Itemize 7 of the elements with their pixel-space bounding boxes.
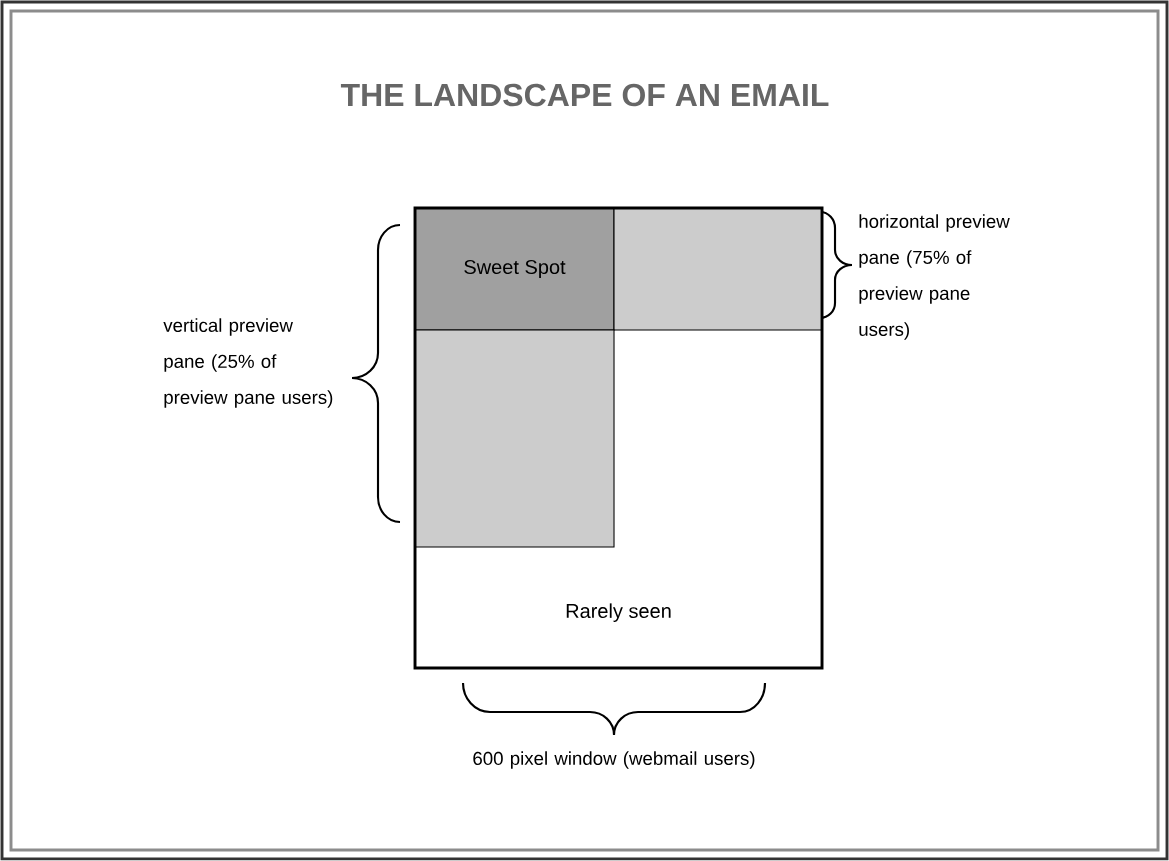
preview-pane-box [414, 329, 615, 548]
sweet-spot-box: Sweet Spot [414, 207, 615, 331]
brace-label: 600 pixel window (webmail users) [473, 751, 755, 769]
brace-label: horizontal preview pane (75% of preview pane users) [859, 214, 1010, 340]
brace-label: vertical preview pane (25% of preview pane users) [163, 318, 333, 408]
title: THE LANDSCAPE OF AN EMAIL [340, 83, 829, 107]
preview-pane-box [613, 207, 823, 331]
